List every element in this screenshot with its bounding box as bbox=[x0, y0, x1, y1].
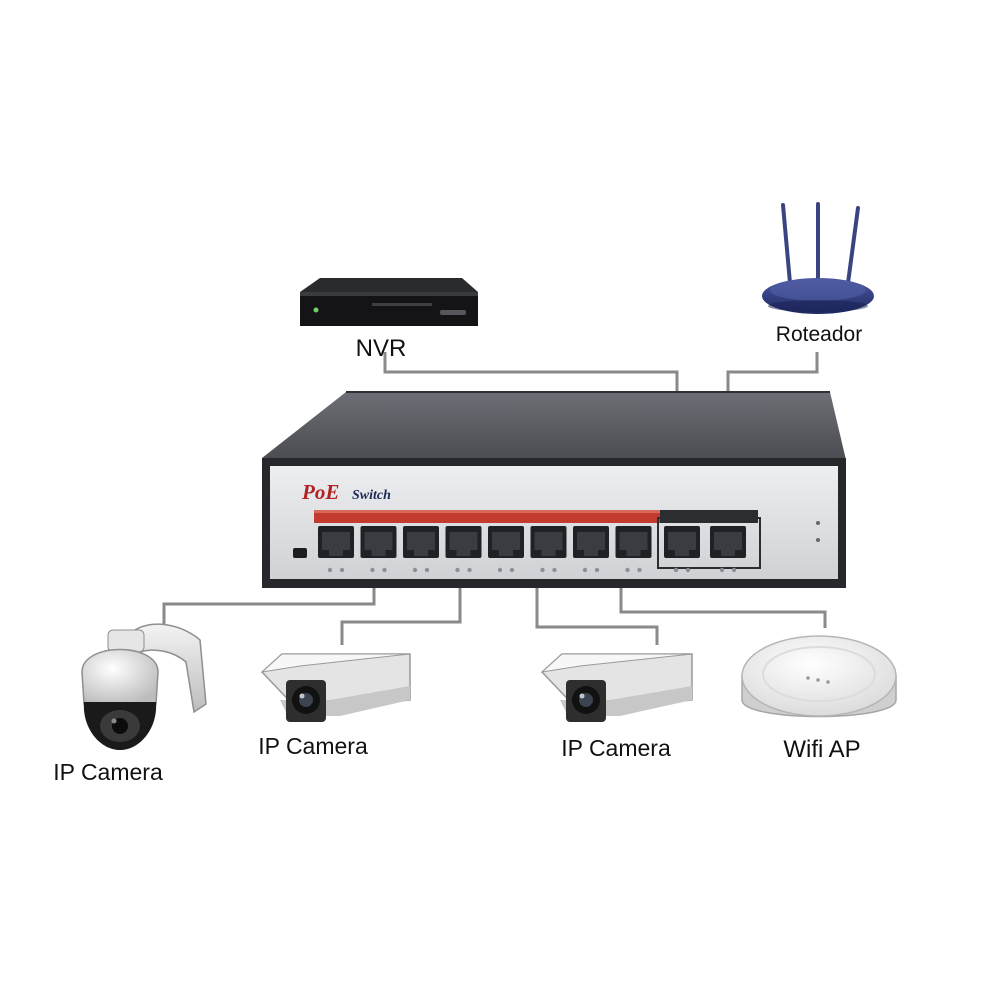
bullet-camera-1-label: IP Camera bbox=[258, 733, 368, 759]
poe-port-1 bbox=[318, 526, 354, 573]
bullet-camera-2-device bbox=[540, 653, 693, 722]
poe-port-strip bbox=[314, 510, 660, 523]
ptz-camera-device bbox=[81, 623, 207, 750]
router-device bbox=[762, 202, 874, 314]
link-ptz-camera bbox=[162, 584, 376, 625]
poe-port-3 bbox=[403, 526, 439, 573]
switch-brand-text: PoE bbox=[301, 480, 339, 504]
nvr-label: NVR bbox=[356, 335, 407, 362]
poe-port-2 bbox=[360, 526, 397, 573]
poe-switch: PoE Switch bbox=[262, 391, 846, 588]
uplink-port-strip bbox=[660, 510, 758, 523]
router-label: Roteador bbox=[776, 323, 862, 346]
switch-model-text: Switch bbox=[352, 488, 391, 503]
wifi-ap-label: Wifi AP bbox=[783, 736, 860, 763]
link-wifi-ap bbox=[619, 584, 827, 628]
poe-port-4 bbox=[445, 526, 482, 573]
switch-ports bbox=[318, 526, 746, 573]
power-button bbox=[293, 548, 307, 558]
bullet-camera-2-label: IP Camera bbox=[561, 735, 671, 761]
poe-port-7 bbox=[573, 526, 609, 573]
poe-port-5 bbox=[488, 526, 524, 573]
link-bullet-camera-1 bbox=[340, 584, 462, 645]
nvr-device bbox=[300, 278, 478, 326]
poe-port-6 bbox=[530, 526, 567, 573]
wifi-ap-device bbox=[741, 635, 897, 718]
uplink-port-2 bbox=[710, 526, 746, 573]
poe-port-8 bbox=[615, 526, 652, 573]
link-bullet-camera-2 bbox=[535, 584, 659, 645]
ptz-camera-label: IP Camera bbox=[53, 759, 163, 785]
uplink-port-1 bbox=[664, 526, 700, 573]
bullet-camera-1-device bbox=[260, 653, 411, 722]
